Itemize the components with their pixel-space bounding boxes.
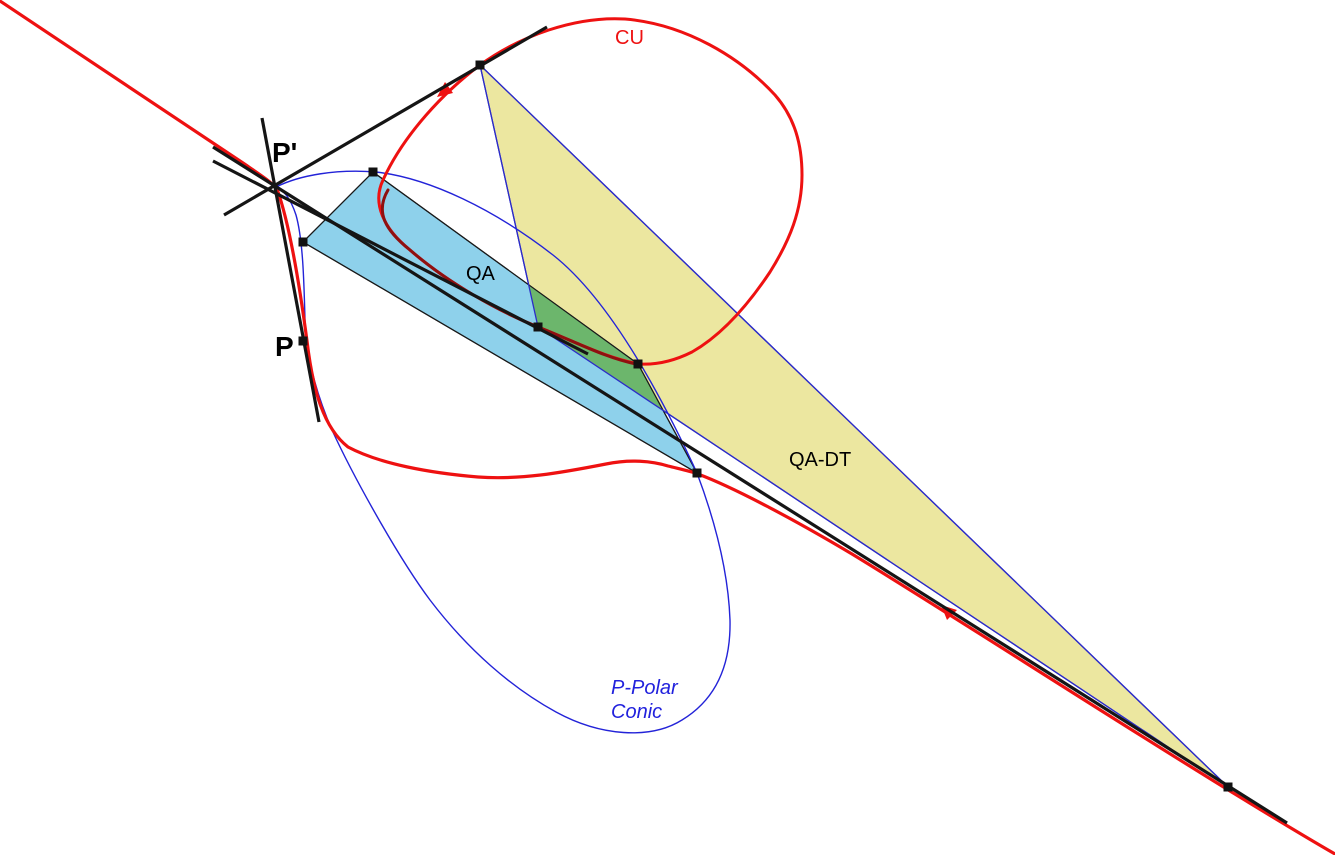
point-markers (298, 60, 1233, 792)
quadrangle-label: QA (466, 263, 496, 285)
polar-conic-label-line1: P-Polar (611, 677, 679, 699)
diagonal-point-marker[interactable] (533, 322, 543, 332)
line-pprime-to-diagonal-point (212, 159, 589, 356)
tangent-point-marker[interactable] (475, 60, 485, 70)
polar-conic-label-line2: Conic (611, 701, 662, 723)
quad-vertex-c-marker[interactable] (692, 468, 702, 478)
point-p-label: P (275, 331, 294, 362)
diagonal-triangle-label: QA-DT (789, 449, 851, 471)
diagonal-triangle-outline (478, 63, 1229, 788)
line-through-p-pprime (260, 117, 321, 423)
point-pprime-label: P' (272, 137, 297, 168)
point-p-marker[interactable] (298, 336, 308, 346)
cubic-label: CU (615, 27, 644, 49)
far-triangle-vertex-marker[interactable] (1223, 782, 1233, 792)
line-pprime-to-far-vertex (212, 145, 1288, 825)
curve-arrowhead-icon (437, 82, 453, 97)
quad-vertex-a-marker[interactable] (368, 167, 378, 177)
quad-vertex-d-marker[interactable] (633, 359, 643, 369)
overlap-region (529, 285, 663, 410)
quad-vertex-b-marker[interactable] (298, 237, 308, 247)
tangent-line-at-top-point (223, 25, 548, 217)
